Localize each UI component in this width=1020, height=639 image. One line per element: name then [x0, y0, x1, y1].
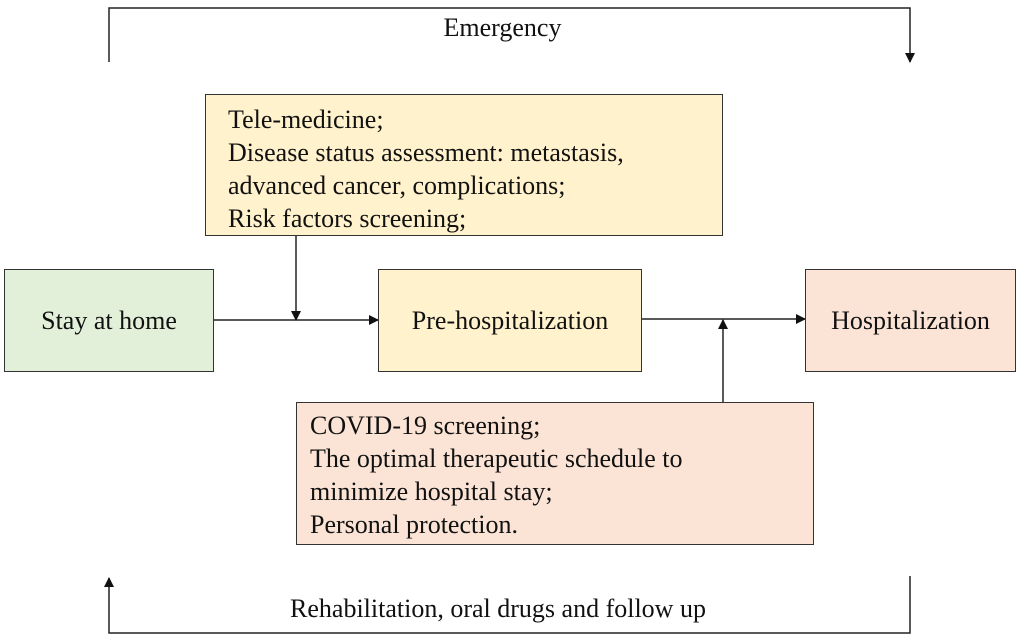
pre-hospitalization-label: Pre-hospitalization [411, 305, 609, 335]
rehabilitation-arrow [104, 576, 911, 634]
hospitalization-node: Hospitalization [805, 269, 1016, 372]
hospitalization-label: Hospitalization [831, 305, 990, 335]
stay-at-home-node: Stay at home [4, 269, 214, 372]
upper-note-line: advanced cancer, complications; [228, 171, 566, 200]
rehabilitation-label: Rehabilitation, oral drugs and follow up [290, 594, 706, 623]
upper-note-line: Disease status assessment: metastasis, [228, 138, 624, 167]
lower-note-line: The optimal therapeutic schedule to [310, 444, 683, 473]
lower-note-line: COVID-19 screening; [310, 411, 541, 440]
upper-note-box: Tele-medicine; Disease status assessment… [205, 94, 723, 236]
upper-note-line: Risk factors screening; [228, 204, 467, 233]
lower-note-line: minimize hospital stay; [310, 477, 553, 506]
lower-note-line: Personal protection. [310, 510, 518, 539]
lower-note-box: COVID-19 screening; The optimal therapeu… [296, 402, 814, 545]
stay-at-home-label: Stay at home [41, 305, 177, 335]
pre-hospitalization-node: Pre-hospitalization [378, 269, 642, 372]
upper-note-line: Tele-medicine; [228, 105, 384, 134]
emergency-arrow [108, 7, 915, 63]
emergency-label: Emergency [443, 13, 562, 42]
